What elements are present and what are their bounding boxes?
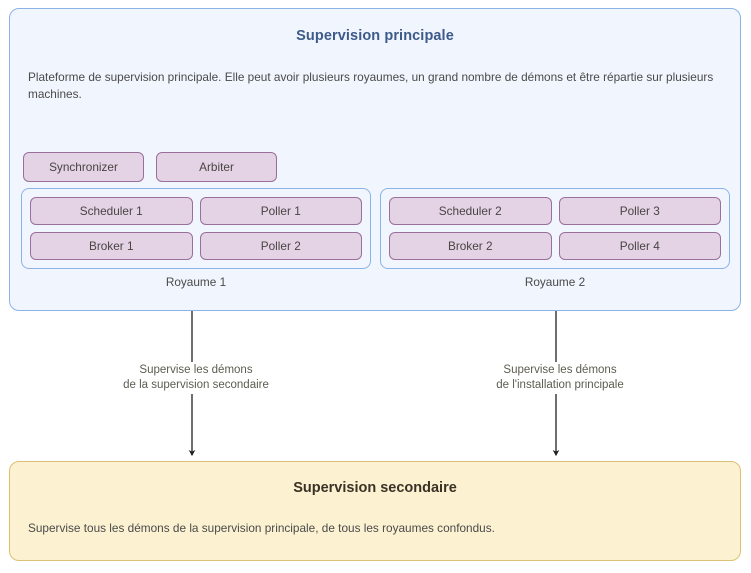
node-poller-4[interactable]: Poller 4: [558, 232, 721, 260]
node-poller-3[interactable]: Poller 3: [558, 197, 721, 225]
node-broker-2[interactable]: Broker 2: [389, 232, 552, 260]
realm-1-label: Royaume 1: [165, 275, 227, 289]
realm-2-label: Royaume 2: [524, 275, 586, 289]
arrow-label-realm1-line1: Supervise les démons: [139, 364, 253, 376]
arrow-label-realm1: Supervise les démons de la supervision s…: [92, 362, 300, 394]
main-supervision-title: Supervision principale: [296, 28, 454, 44]
realms-group: Scheduler 1 Poller 1 Broker 1 Poller 2 R…: [21, 188, 731, 289]
global-daemons-group: Synchronizer Arbiter: [23, 152, 277, 182]
node-scheduler-1[interactable]: Scheduler 1: [30, 197, 193, 225]
arrow-label-realm2-line2: de l'installation principale: [496, 379, 624, 391]
main-supervision-panel: Supervision principale Plateforme de sup…: [9, 8, 741, 311]
arrow-label-realm2: Supervise les démons de l'installation p…: [456, 362, 664, 394]
realm-1: Scheduler 1 Poller 1 Broker 1 Poller 2 R…: [21, 188, 371, 289]
realm-2: Scheduler 2 Poller 3 Broker 2 Poller 4 R…: [380, 188, 730, 289]
realm-1-box: Scheduler 1 Poller 1 Broker 1 Poller 2: [21, 188, 371, 269]
realm-2-nodes: Scheduler 2 Poller 3 Broker 2 Poller 4: [389, 197, 721, 260]
arrow-label-realm1-line2: de la supervision secondaire: [123, 379, 269, 391]
node-broker-1[interactable]: Broker 1: [30, 232, 193, 260]
realm-2-box: Scheduler 2 Poller 3 Broker 2 Poller 4: [380, 188, 730, 269]
daemon-synchronizer[interactable]: Synchronizer: [23, 152, 144, 182]
realm-1-nodes: Scheduler 1 Poller 1 Broker 1 Poller 2: [30, 197, 362, 260]
arrow-label-realm2-line1: Supervise les démons: [503, 364, 617, 376]
node-scheduler-2[interactable]: Scheduler 2: [389, 197, 552, 225]
daemon-arbiter[interactable]: Arbiter: [156, 152, 277, 182]
secondary-supervision-panel: Supervision secondaire Supervise tous le…: [9, 461, 741, 561]
secondary-supervision-description: Supervise tous les démons de la supervis…: [28, 521, 495, 535]
secondary-supervision-title: Supervision secondaire: [293, 480, 457, 496]
main-supervision-description: Plateforme de supervision principale. El…: [28, 70, 714, 101]
node-poller-1[interactable]: Poller 1: [199, 197, 362, 225]
node-poller-2[interactable]: Poller 2: [199, 232, 362, 260]
